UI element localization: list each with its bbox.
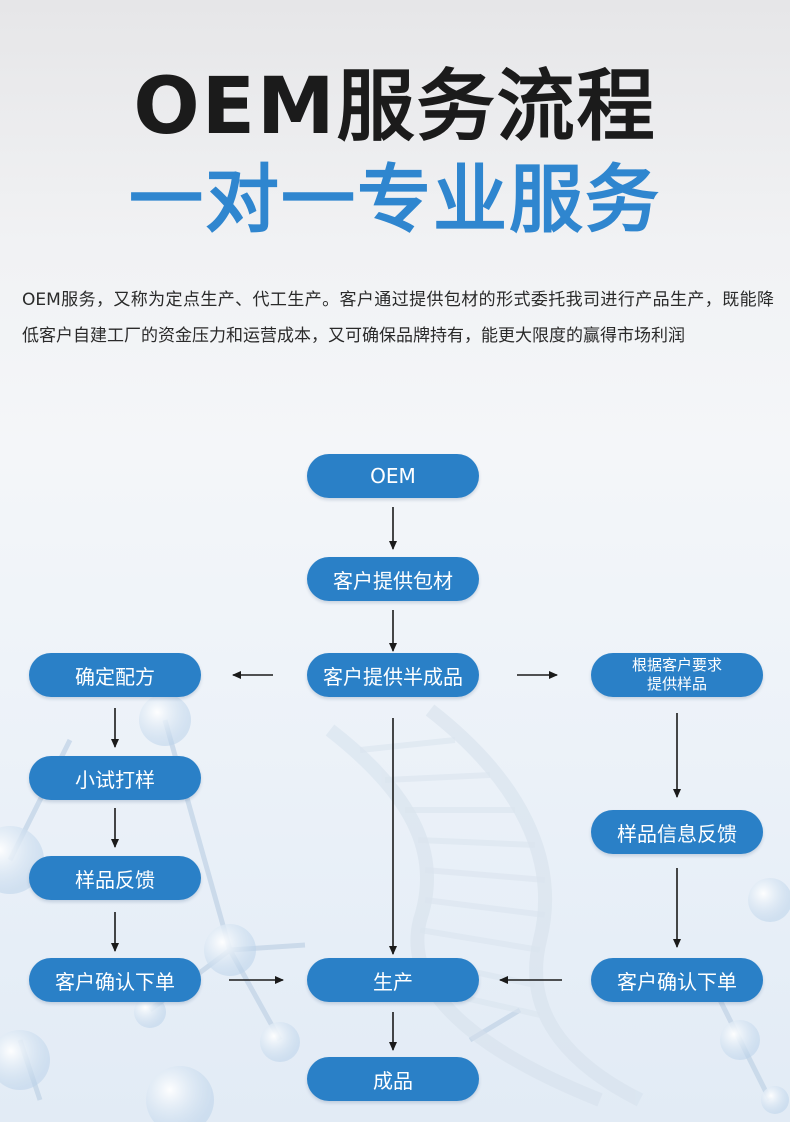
step-order-confirm-right[interactable]: 客户确认下单 bbox=[591, 958, 763, 1002]
step-customer-semi-product[interactable]: 客户提供半成品 bbox=[307, 653, 479, 697]
step-custom-sample[interactable]: 根据客户要求 提供样品 bbox=[591, 653, 763, 697]
step-production[interactable]: 生产 bbox=[307, 958, 479, 1002]
step-finished-product[interactable]: 成品 bbox=[307, 1057, 479, 1101]
step-order-confirm-left[interactable]: 客户确认下单 bbox=[29, 958, 201, 1002]
step-sample-info-feedback[interactable]: 样品信息反馈 bbox=[591, 810, 763, 854]
intro-paragraph: OEM服务，又称为定点生产、代工生产。客户通过提供包材的形式委托我司进行产品生产… bbox=[22, 290, 774, 346]
step-confirm-formula[interactable]: 确定配方 bbox=[29, 653, 201, 697]
step-sample-feedback-left[interactable]: 样品反馈 bbox=[29, 856, 201, 900]
step-oem[interactable]: OEM bbox=[307, 454, 479, 498]
molecule-dna-background bbox=[0, 694, 790, 1122]
step-trial-sample[interactable]: 小试打样 bbox=[29, 756, 201, 800]
page-title: OEM服务流程 bbox=[133, 62, 657, 152]
step-customer-packaging[interactable]: 客户提供包材 bbox=[307, 557, 479, 601]
page-subtitle: 一对一专业服务 bbox=[129, 157, 661, 243]
